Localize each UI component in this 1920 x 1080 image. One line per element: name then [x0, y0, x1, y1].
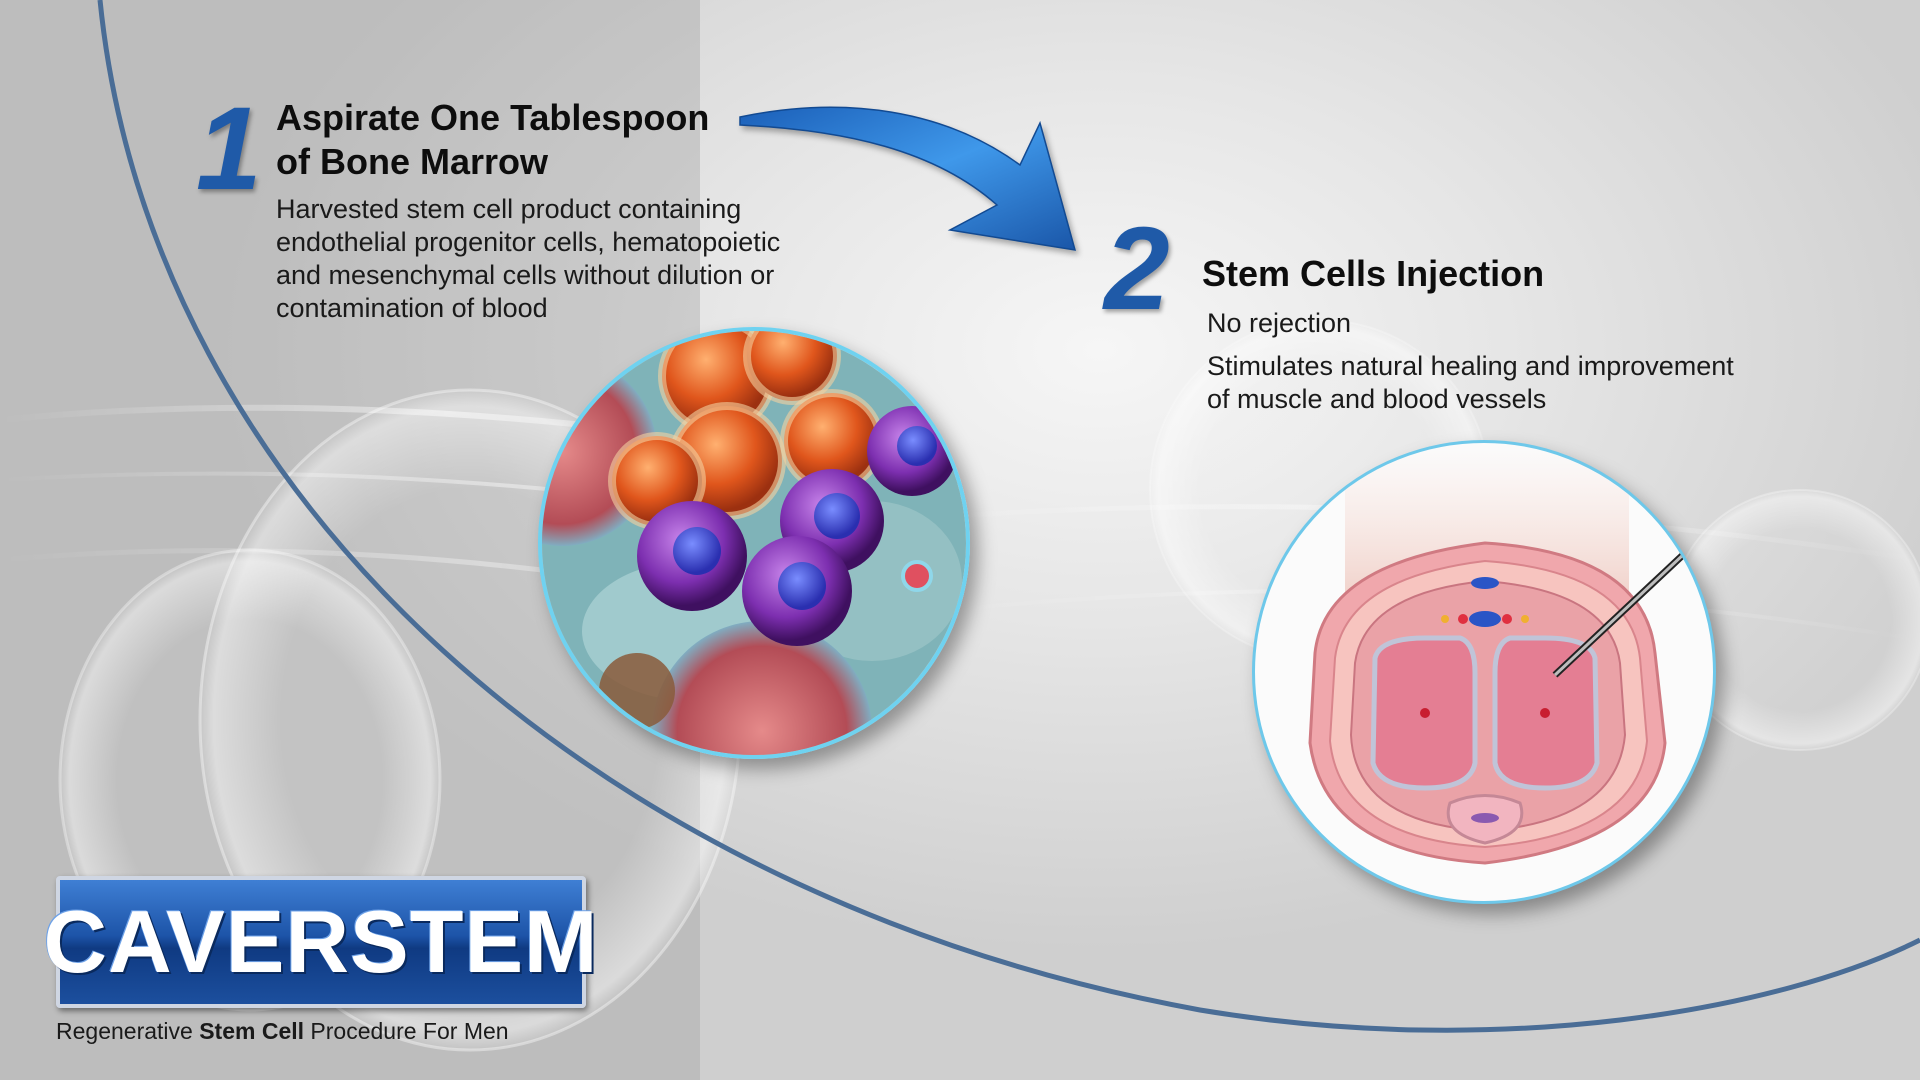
step2-title: Stem Cells Injection [1202, 253, 1545, 294]
step2-point2-line1: Stimulates natural healing and improveme… [1207, 351, 1734, 381]
step1-description: Harvested stem cell product containing e… [276, 193, 780, 325]
caverstem-logo: CAVERSTEM Regenerative Stem Cell Procedu… [44, 876, 597, 1045]
curved-arrow-icon [739, 106, 1077, 251]
step2-description: No rejection Stimulates natural healing … [1207, 307, 1734, 416]
step1-number: 1 [196, 83, 262, 215]
tagline-post: Procedure For Men [304, 1018, 509, 1044]
logo-wordmark: CAVERSTEM [43, 892, 599, 991]
step1-body-line2: endothelial progenitor cells, hematopoie… [276, 227, 781, 257]
step1-body-line3: and mesenchymal cells without dilution o… [276, 260, 775, 290]
logo-tagline: Regenerative Stem Cell Procedure For Men [56, 1018, 588, 1045]
step2-point1: No rejection [1207, 308, 1352, 338]
step1-body-line1: Harvested stem cell product containing [276, 194, 742, 224]
step1-title-line2: of Bone Marrow [276, 141, 549, 182]
step1-body-line4: contamination of blood [276, 293, 548, 323]
logo-box: CAVERSTEM [44, 876, 597, 1008]
step2-number: 2 [1104, 203, 1170, 335]
step1-title: Aspirate One Tablespoon of Bone Marrow [276, 96, 709, 184]
cross-section-illustration [1252, 440, 1716, 904]
step2-point2-line2: of muscle and blood vessels [1207, 384, 1547, 414]
stem-cells-illustration [538, 327, 970, 759]
step1-title-line1: Aspirate One Tablespoon [276, 97, 710, 138]
tagline-bold: Stem Cell [199, 1018, 305, 1044]
tagline-pre: Regenerative [56, 1018, 200, 1044]
